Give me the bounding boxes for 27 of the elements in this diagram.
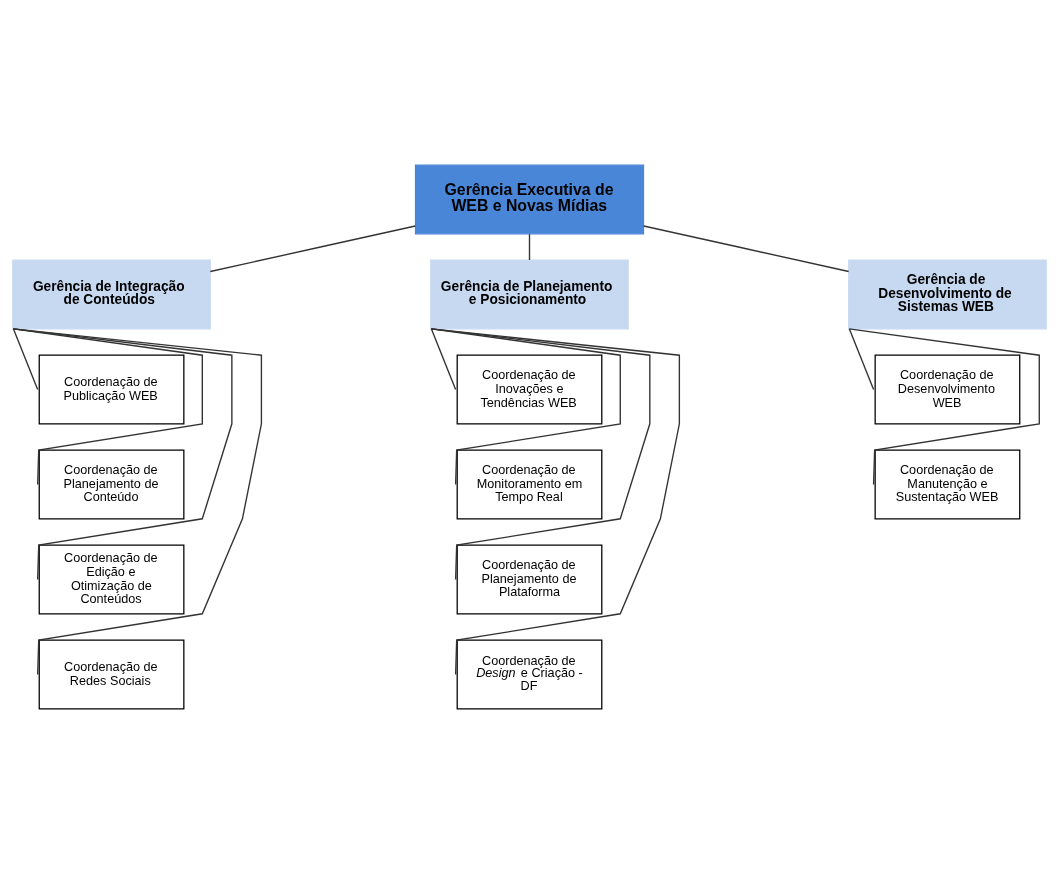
connector [12, 328, 263, 676]
node-box: Gerência Executiva de WEB e Novas Mídias [414, 164, 645, 235]
connector [848, 328, 1040, 486]
node-box: Coordenação de Desenvolvimento WEB [874, 354, 1021, 425]
node-box: Coordenação de Edição e Otimização de Conteúdos [38, 544, 185, 615]
node-box: Coordenação de Manutenção e Sustentação WEB [874, 449, 1021, 520]
node-box: Coordenação de Inovações e Tendências WEB [456, 354, 603, 425]
connector [430, 328, 457, 391]
node-box: Coordenação de Planejamento de Conteúdo [38, 449, 185, 520]
connector [209, 225, 416, 273]
node-box: Gerência de Desenvolvimento de Sistemas WEB [848, 259, 1047, 330]
node-box: Gerência de Planejamento e Posicionamento [430, 259, 629, 330]
node-box: Coordenação de Monitoramento em Tempo Real [456, 449, 603, 520]
connector [12, 328, 203, 486]
node-box: Coordenação de Design e Criação - DF [456, 639, 603, 710]
connector [430, 328, 681, 676]
node-box: Coordenação de Redes Sociais [38, 639, 185, 710]
node-box: Coordenação de Publicação WEB [38, 354, 185, 425]
connector [12, 328, 39, 391]
connector [848, 328, 875, 391]
connector [430, 328, 651, 581]
node-box: Gerência de Integração de Conteúdos [12, 259, 211, 330]
connector [12, 328, 233, 581]
connector [643, 225, 850, 273]
connector [430, 328, 621, 486]
node-box: Coordenação de Planejamento de Plataforma [456, 544, 603, 615]
connector [528, 233, 531, 261]
